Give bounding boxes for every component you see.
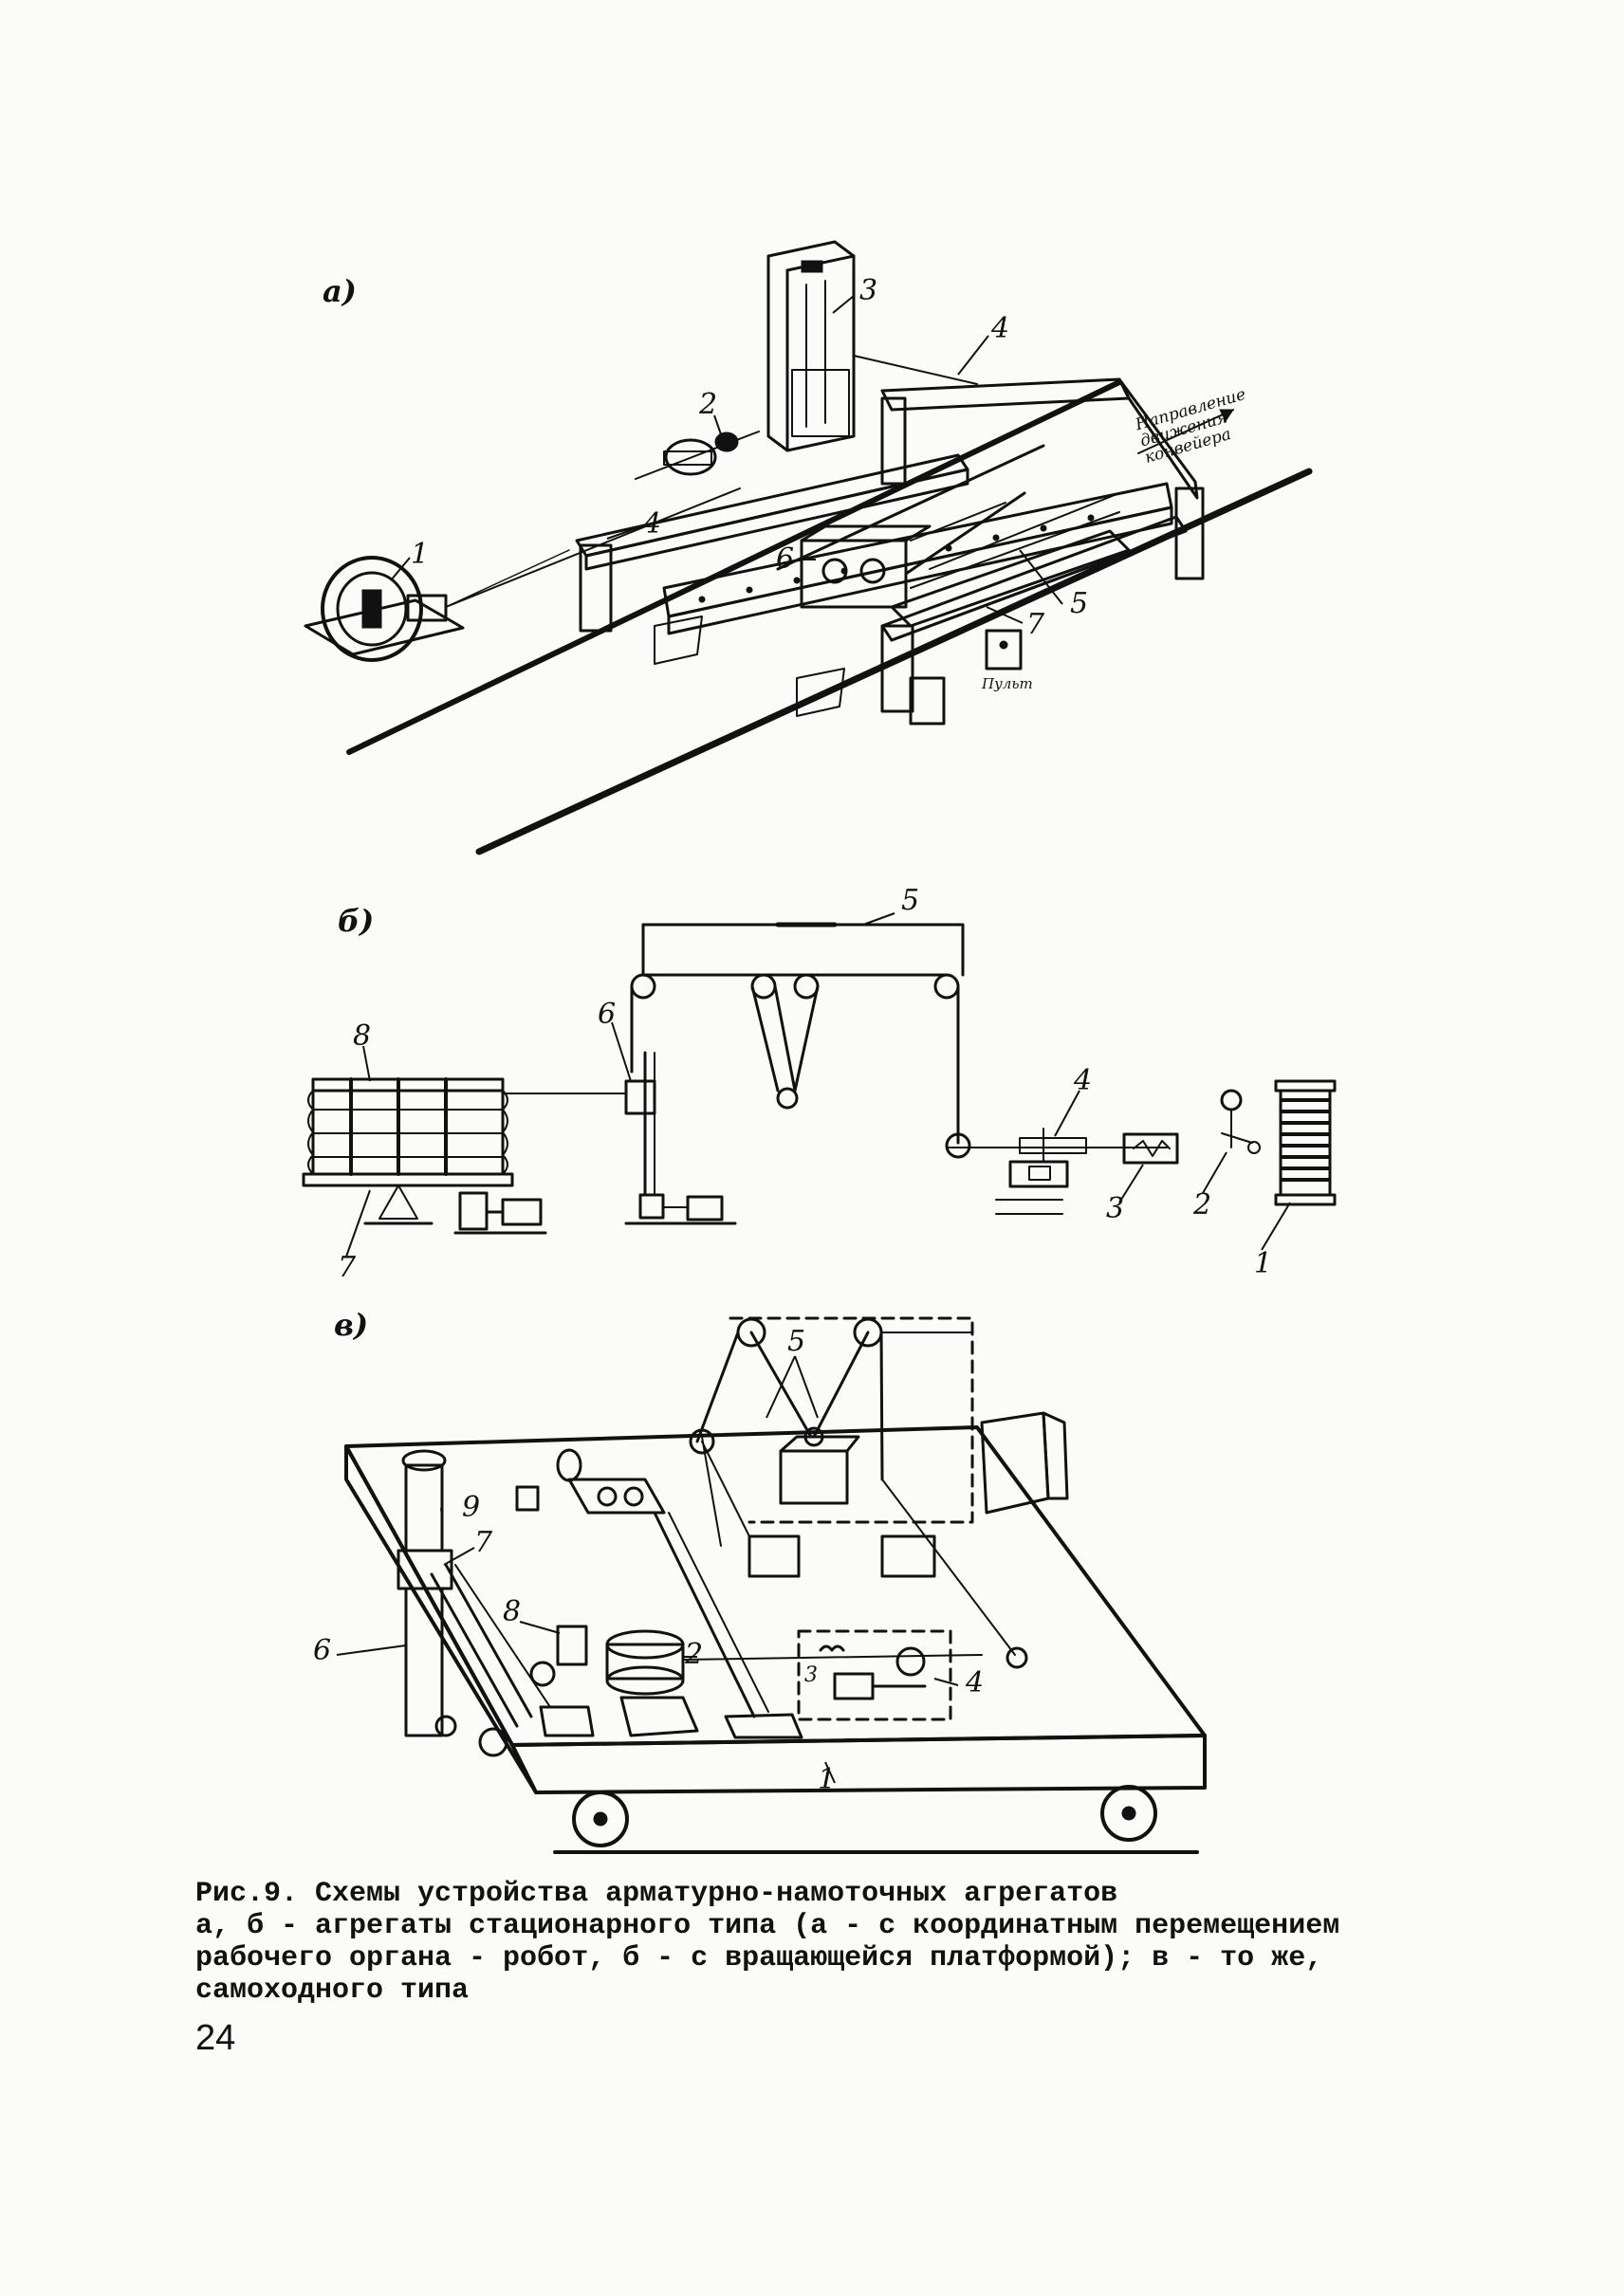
callout-leaders (336, 295, 1291, 1784)
callout-a-7: 7 (1026, 608, 1045, 641)
callout-b-7: 7 (338, 1251, 357, 1284)
callout-b-5: 5 (901, 884, 920, 917)
callout-a-2: 2 (699, 388, 718, 421)
callout-c-2: 2 (685, 1638, 704, 1671)
caption-line-2: а, б - агрегаты стационарного типа (а - … (195, 1910, 1340, 1942)
wire-spool-a (304, 556, 465, 662)
panel-a-drawing (304, 240, 1313, 855)
callout-c-6: 6 (313, 1634, 332, 1667)
callout-c-3: 3 (804, 1663, 818, 1687)
panel-b-drawing (302, 922, 1337, 1235)
callout-c-8: 8 (503, 1595, 522, 1628)
panel-c-drawing (344, 1316, 1207, 1854)
callout-a-5: 5 (1070, 587, 1089, 620)
callout-b-2: 2 (1193, 1188, 1212, 1221)
callout-c-4: 4 (966, 1666, 985, 1699)
magazine-a (766, 240, 978, 452)
panel-a-label: a) (323, 273, 357, 309)
callout-a-4-lower: 4 (643, 507, 662, 541)
caption-line-4: самоходного типа (195, 1975, 470, 2007)
callout-a-1: 1 (411, 538, 430, 571)
straightener-c (515, 1448, 803, 1739)
figure-caption: Рис.9. Схемы устройства арматурно-намото… (195, 1878, 1467, 2007)
caption-line-1: Рис.9. Схемы устройства арматурно-намото… (195, 1878, 1118, 1910)
callout-c-9: 9 (462, 1491, 481, 1524)
gantry-a (575, 377, 1205, 726)
reel-c (529, 1625, 983, 1737)
callout-b-6: 6 (598, 998, 617, 1031)
panel-c-label: в) (334, 1307, 369, 1343)
tensioner-a (635, 431, 760, 480)
callout-b-3: 3 (1106, 1192, 1125, 1225)
mast-c (397, 1449, 551, 1757)
callout-b-4: 4 (1074, 1064, 1093, 1097)
callout-c-5: 5 (787, 1325, 806, 1358)
callout-b-1: 1 (1254, 1247, 1273, 1280)
page-number: 24 (195, 2018, 236, 2058)
callout-c-7: 7 (474, 1526, 493, 1559)
rotating-platform-b (302, 1077, 547, 1235)
console-label: Пульт (982, 675, 1033, 692)
winding-head-b (624, 1051, 737, 1225)
callout-b-8: 8 (353, 1019, 372, 1053)
callout-a-4-upper: 4 (991, 312, 1010, 345)
caption-line-3: рабочего органа - робот, б - с вращающей… (195, 1942, 1323, 1975)
panel-b-label: б) (338, 903, 375, 939)
callout-a-6: 6 (776, 542, 795, 576)
callout-a-3: 3 (859, 274, 878, 307)
feed-line-b (995, 1079, 1337, 1215)
callout-c-1: 1 (818, 1763, 837, 1796)
